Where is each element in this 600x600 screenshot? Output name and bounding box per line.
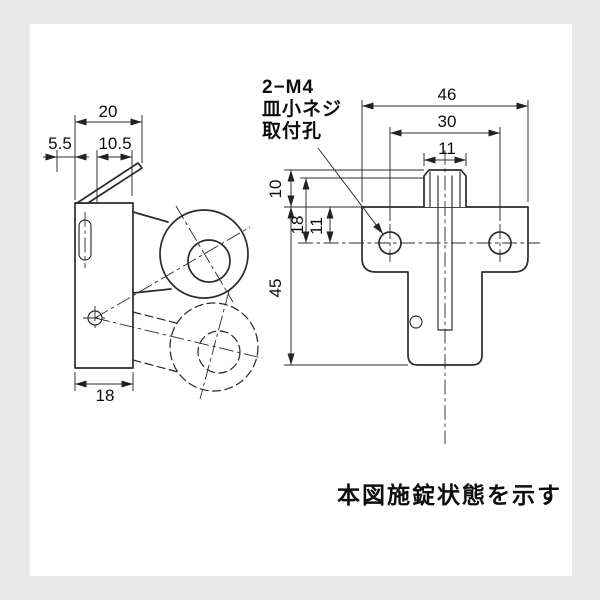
annotation-line-3: 取付孔: [262, 119, 322, 142]
dim-label-11-top: 11: [438, 139, 456, 158]
dim-left-extensions: [284, 169, 424, 366]
dim-label-5-5: 5.5: [48, 134, 72, 153]
side-body: [74, 162, 143, 369]
dim-bottom-width: 18: [74, 372, 134, 405]
front-centerlines: [298, 150, 540, 444]
dim-label-18-front: 18: [288, 216, 307, 235]
leader-line: [317, 147, 384, 235]
dim-offset-mid: 10.5: [96, 134, 133, 204]
dim-top-height: 10: [266, 170, 295, 207]
annotation-line-1: 2−M4: [262, 77, 314, 98]
roller-locked: [187, 239, 231, 283]
pin-hole: [409, 315, 423, 329]
dim-knob-width: 11: [423, 139, 467, 166]
dim-total-width: 46: [361, 85, 529, 202]
annotation-line-2: 皿小ネジ: [262, 98, 342, 120]
dim-upper-height: 18: [288, 178, 310, 243]
dim-hole-pitch: 30: [389, 112, 501, 221]
dim-label-10: 10: [266, 180, 285, 199]
caption-text: 本図施錠状態を示す: [337, 482, 562, 508]
dim-label-45: 45: [266, 279, 285, 298]
dim-label-18-side: 18: [96, 386, 115, 405]
dim-offset-left: 5.5: [43, 134, 89, 172]
dim-inner-height: 11: [307, 207, 334, 243]
latch-arm-unlocked: [132, 302, 259, 392]
dim-total-height: 45: [266, 207, 295, 365]
annotation: 2−M4 皿小ネジ 取付孔: [262, 77, 384, 235]
side-tab: [76, 162, 143, 204]
dim-label-20: 20: [99, 102, 118, 121]
dim-label-10-5: 10.5: [98, 134, 131, 153]
roller-unlocked: [197, 330, 241, 374]
front-view: 46 30 11 10 45: [262, 77, 540, 444]
pivot-centerlines: [94, 205, 263, 400]
dim-label-11-left: 11: [307, 217, 326, 235]
dim-label-46: 46: [438, 85, 457, 104]
side-view: 20 5.5 10.5 18: [43, 102, 263, 405]
dim-label-30: 30: [438, 112, 457, 131]
